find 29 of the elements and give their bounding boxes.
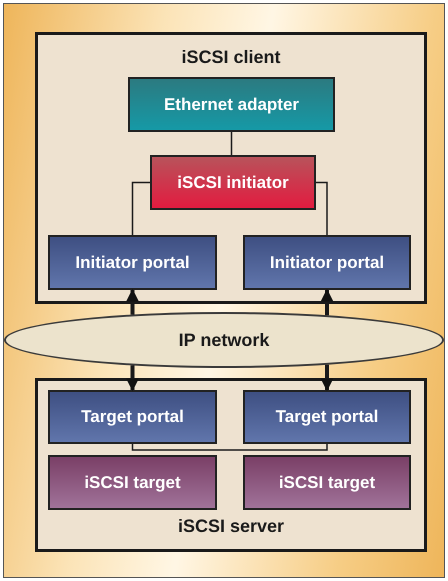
connector xyxy=(132,444,328,451)
node-label: iSCSI client xyxy=(181,46,281,69)
node-label: iSCSI target xyxy=(278,472,376,492)
node-label: iSCSI initiator xyxy=(177,172,289,192)
connector xyxy=(320,288,334,316)
process-box xyxy=(48,455,217,510)
connector xyxy=(316,182,328,235)
container-box xyxy=(35,32,427,304)
process-box xyxy=(128,77,335,132)
process-box xyxy=(243,235,411,290)
node-label: Ethernet adapter xyxy=(164,94,300,114)
process-box xyxy=(150,155,316,210)
node-label: IP network xyxy=(178,330,270,350)
container-box xyxy=(35,378,427,552)
process-box xyxy=(48,390,217,444)
connector xyxy=(126,365,139,392)
node-label: Target portal xyxy=(81,407,184,427)
connector xyxy=(126,288,139,315)
node-label: Target portal xyxy=(276,407,378,427)
node-label: Initiator portal xyxy=(75,252,190,272)
node-label: iSCSI server xyxy=(178,515,284,538)
node-label: iSCSI target xyxy=(84,472,181,492)
process-box xyxy=(243,455,411,510)
connector xyxy=(230,132,232,155)
process-box xyxy=(243,390,411,444)
connector xyxy=(132,182,150,235)
node-label: Initiator portal xyxy=(270,252,384,272)
connector xyxy=(320,364,334,392)
process-box xyxy=(48,235,217,290)
